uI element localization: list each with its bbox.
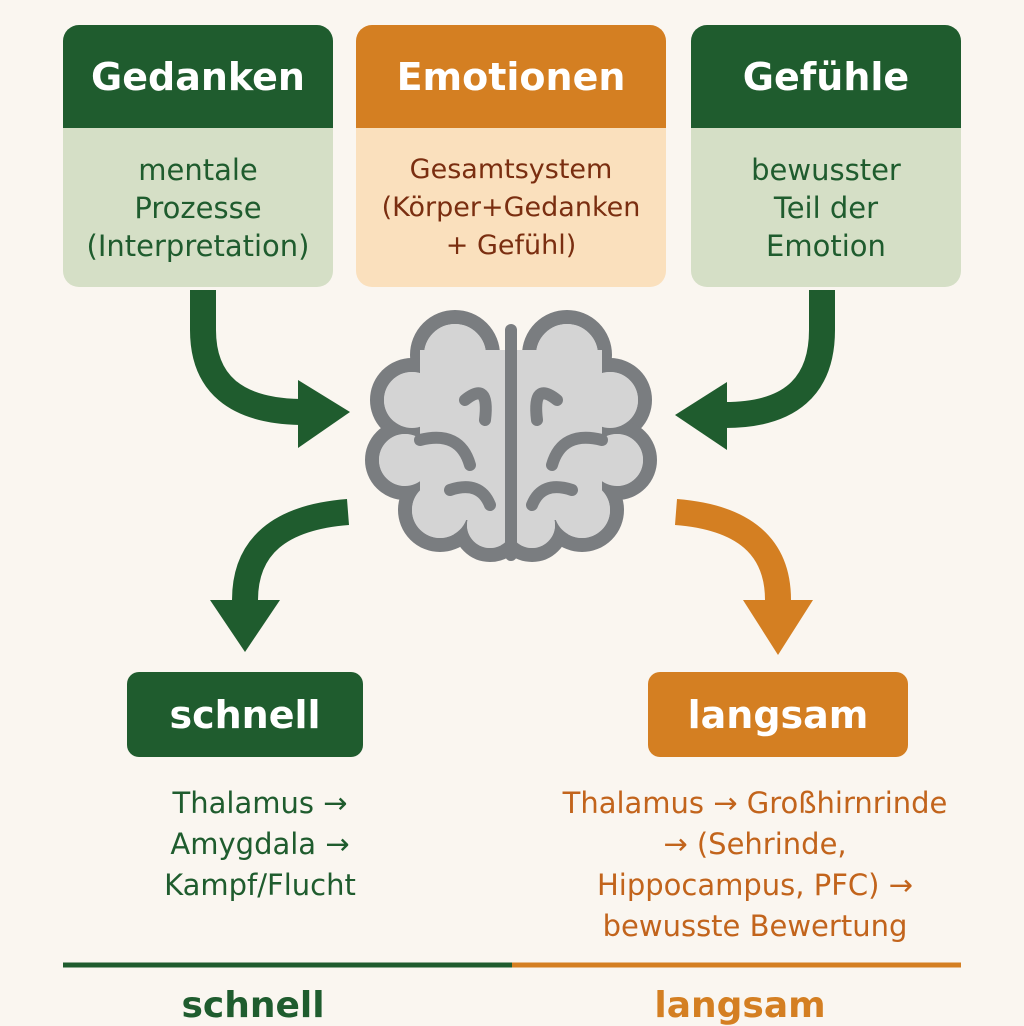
card-body: mentale Prozesse (Interpretation) [63,128,333,287]
brain-icon [365,310,657,562]
arrow-gedanken-to-brain [190,290,350,448]
slow-path-badge: langsam [648,672,908,757]
arrow-brain-to-fast [210,499,350,652]
card-title: Gefühle [691,25,961,128]
card-gefuehle: Gefühle bewusster Teil der Emotion [691,25,961,287]
card-title: Gedanken [63,25,333,128]
footer-fast-label: schnell [181,985,325,1026]
slow-path-route: Thalamus → Großhirnrinde → (Sehrinde, Hi… [562,786,948,943]
card-body: bewusster Teil der Emotion [691,128,961,287]
fast-path-route: Thalamus → Amygdala → Kampf/Flucht [164,786,356,902]
fast-path-badge: schnell [127,672,363,757]
card-emotionen: Emotionen Gesamtsystem (Körper+Gedanken … [356,25,666,287]
card-gedanken: Gedanken mentale Prozesse (Interpretatio… [63,25,333,287]
arrow-brain-to-slow [674,499,813,655]
arrow-gefuehle-to-brain [675,290,835,450]
footer-slow-label: langsam [654,985,826,1026]
card-body: Gesamtsystem (Körper+Gedanken + Gefühl) [356,128,666,287]
card-title: Emotionen [356,25,666,128]
